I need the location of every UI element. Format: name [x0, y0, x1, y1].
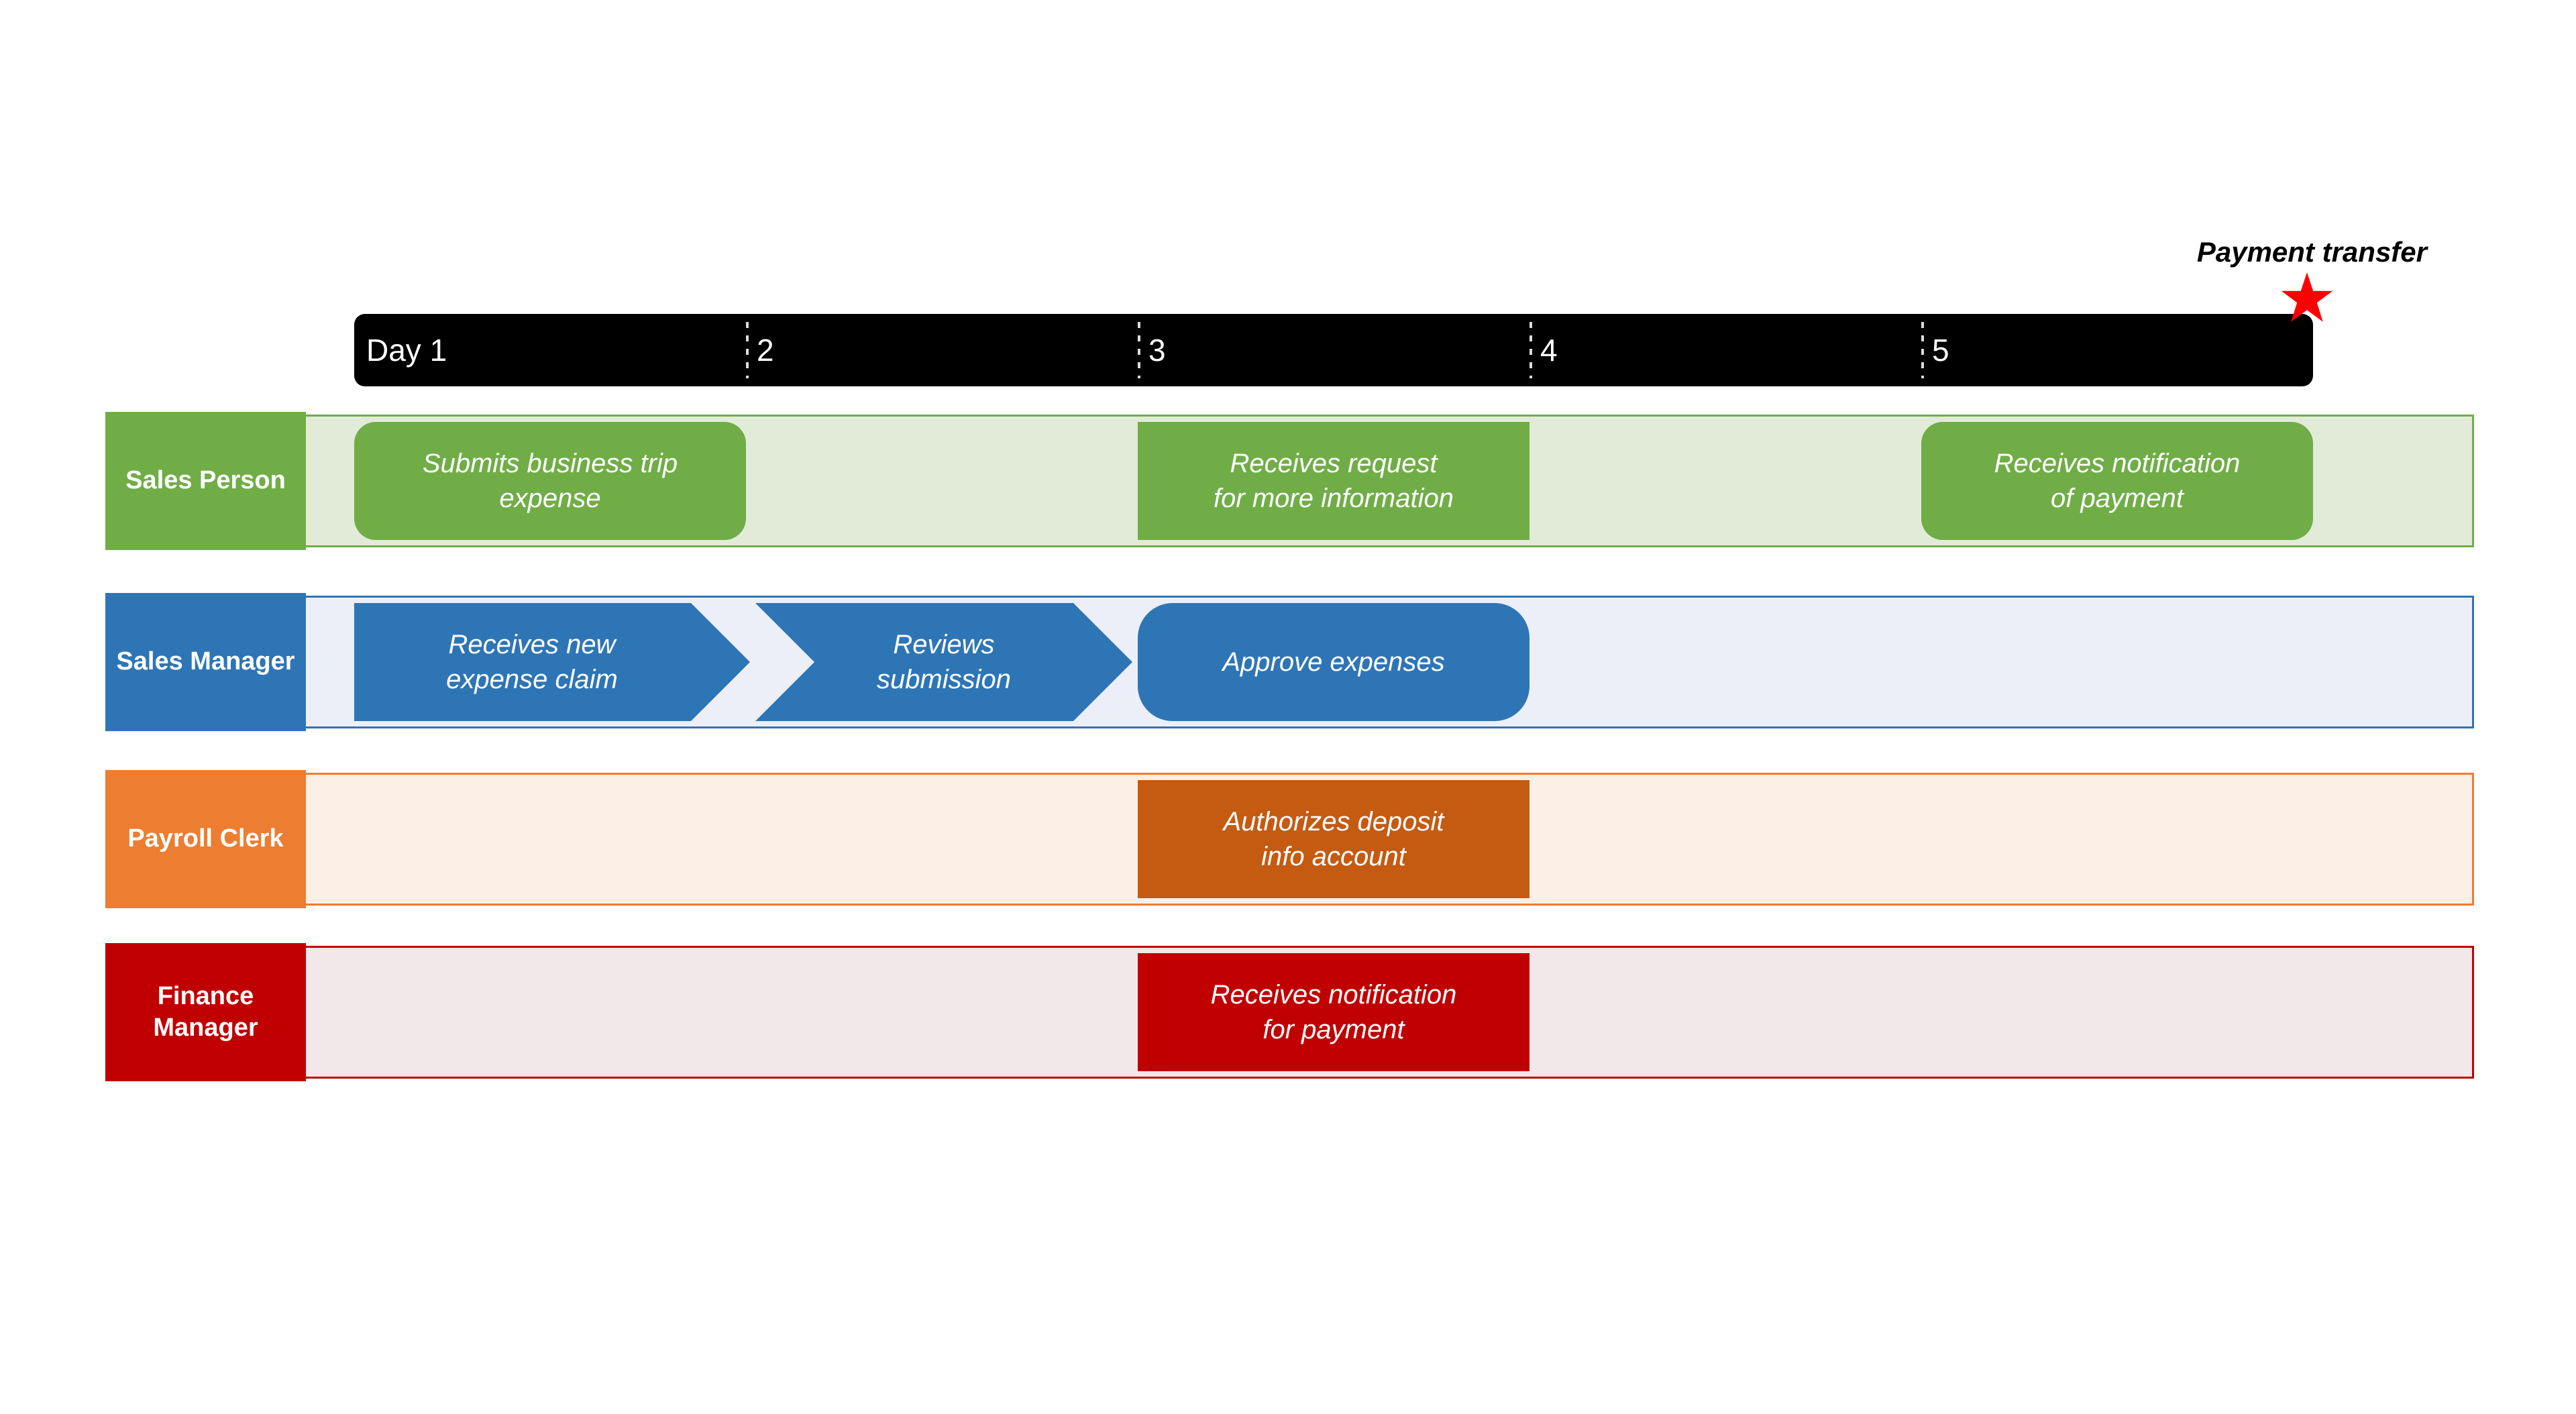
task-receives-notification-of-payment: Receives notification of payment: [1921, 422, 2313, 540]
task-submits-business-trip-expense: Submits business trip expense: [354, 422, 746, 540]
day-3-tick-label: 3: [1148, 333, 1166, 368]
day-1-tick-label: Day 1: [366, 333, 447, 368]
lane-label-sales-person: Sales Person: [105, 412, 306, 550]
task-receives-new-expense-claim: Receives new expense claim: [354, 603, 750, 721]
payment-transfer-label: Payment transfer: [2196, 236, 2427, 268]
day-3-tick: [1138, 322, 1140, 378]
lane-label-finance-manager: Finance Manager: [105, 943, 306, 1081]
lane-label-sales-manager: Sales Manager: [105, 593, 306, 731]
day-2-tick-label: 2: [757, 333, 774, 368]
task-receives-notification-for-payment: Receives notification for payment: [1138, 953, 1529, 1071]
task-authorizes-deposit-info-account: Authorizes deposit info account: [1138, 780, 1529, 898]
lane-label-payroll-clerk: Payroll Clerk: [105, 770, 306, 908]
day-4-tick-label: 4: [1540, 333, 1558, 368]
task-approve-expenses: Approve expenses: [1138, 603, 1529, 721]
timeline-bar: Day 1 2 3 4 5: [354, 314, 2313, 386]
day-4-tick: [1529, 322, 1532, 378]
task-reviews-submission: Reviews submission: [755, 603, 1132, 721]
task-receives-request-more-information: Receives request for more information: [1138, 422, 1529, 540]
day-5-tick: [1921, 322, 1924, 378]
day-5-tick-label: 5: [1932, 333, 1949, 368]
day-2-tick: [746, 322, 749, 378]
